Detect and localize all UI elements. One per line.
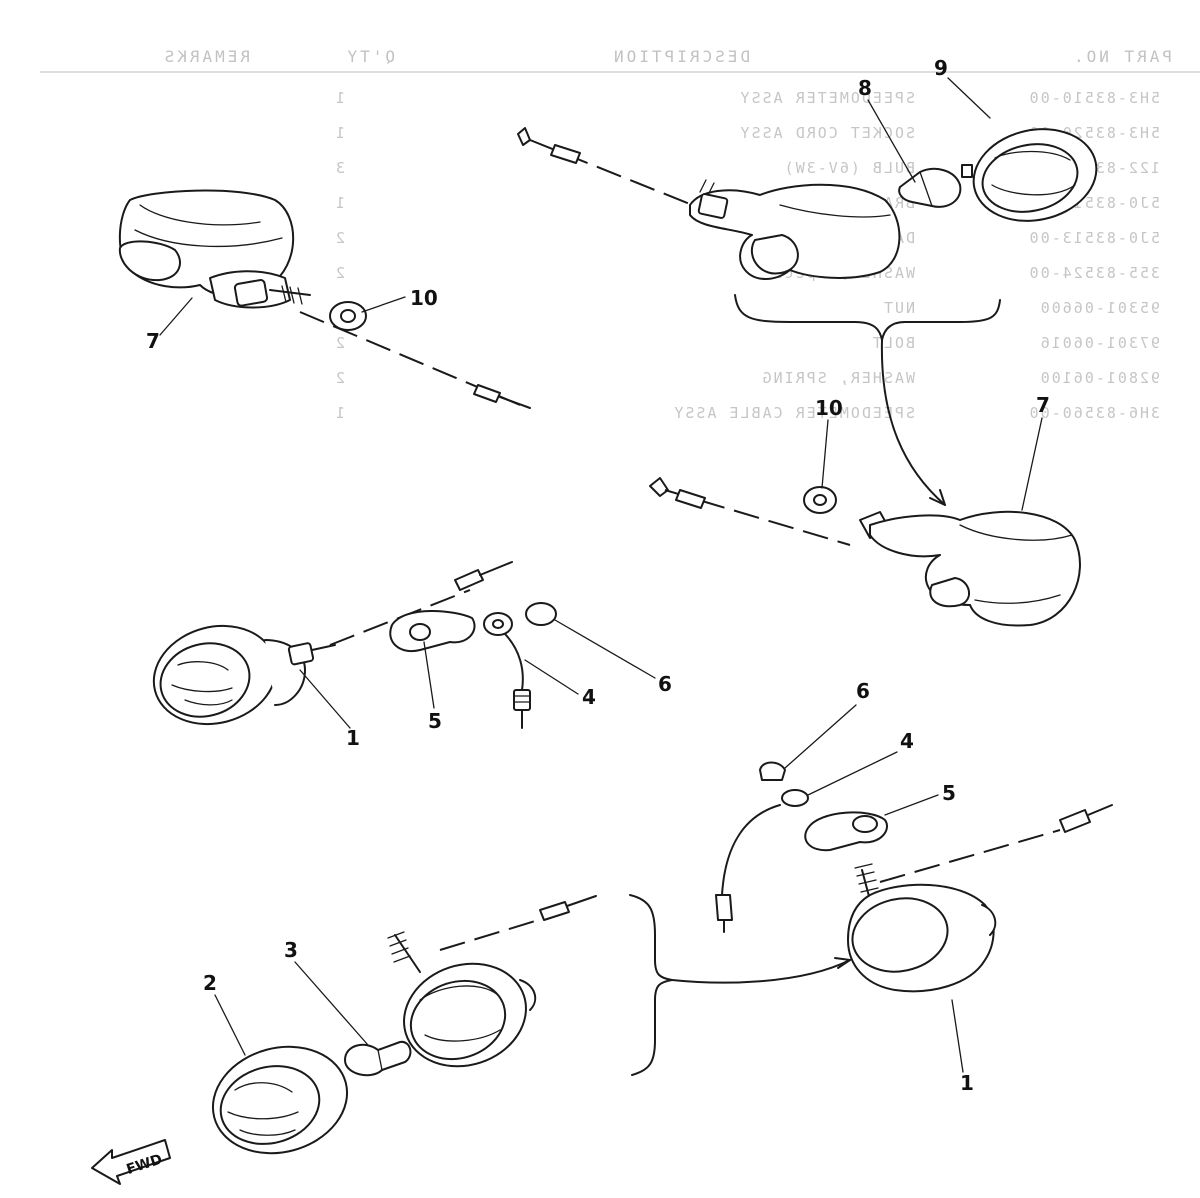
wire-right-middle [649,477,851,546]
row-description: SPEEDOMETER ASSY [739,89,916,107]
bulb-8 [898,167,962,208]
callout-6-lower: 6 [856,679,870,703]
callouts: 9 8 7 10 10 7 6 4 5 1 6 4 5 3 2 1 [146,56,1050,1095]
row-qty: 2 [334,229,345,247]
front-group-arrow [671,957,851,984]
socket-housing-lower-left [387,931,537,1068]
callout-3: 3 [284,938,298,962]
callout-6-upper: 6 [658,672,672,696]
row-description: BOLT [871,334,915,352]
row-description: BULB (6V-3W) [783,159,915,177]
nut-damper-10-left [329,301,367,331]
cap-6-right [759,761,786,781]
rear-signal-assembled [859,510,1081,627]
leader-7-lower [1021,417,1043,511]
clamp-5-left [389,610,476,653]
row-part-no: 355-83524-00 [1028,264,1160,282]
row-description: SPEEDOMETER CABLE ASSY [672,404,915,422]
header-remarks: REMARKS [162,47,250,66]
leader-5-upper [423,641,435,709]
callout-9: 9 [934,56,948,80]
row-part-no: 92801-06100 [1039,369,1160,387]
callout-1-upper: 1 [346,726,360,750]
wire-left-lower [439,895,597,951]
row-part-no: 95301-06600 [1039,299,1160,317]
callout-4-lower: 4 [900,729,914,753]
bracket-group-brace [734,294,1001,341]
leader-4-lower [807,751,898,796]
row-qty: 2 [334,369,345,387]
leader-10-lower [821,419,829,489]
leader-2 [214,994,246,1056]
callout-7-upper: 7 [146,329,160,353]
lens-2 [211,1045,349,1155]
row-qty: 1 [334,124,345,142]
front-signal-housing-left [152,624,336,726]
leader-1-upper [299,669,351,729]
leader-1-lower [951,999,964,1073]
leader-4-upper [524,659,579,695]
header-description: DESCRIPTION [611,47,750,66]
header-part-no: PART NO. [1071,47,1172,66]
row-qty: 2 [334,334,345,352]
row-part-no: 5J0-83513-00 [1028,229,1160,247]
row-qty: 2 [334,264,345,282]
leader-9 [947,77,991,119]
leader-6-lower [784,704,857,769]
callout-5-lower: 5 [942,781,956,805]
callout-2: 2 [203,971,217,995]
leader-6-upper [554,619,656,679]
leader-3 [294,961,369,1046]
leader-10-upper [361,296,406,313]
wire-right-upper [517,127,706,211]
row-qty: 1 [334,89,345,107]
front-signal-housing-right [847,863,997,993]
callout-7-lower: 7 [1036,393,1050,417]
bracket-group-arrow [880,339,946,506]
bulb-3 [344,1040,412,1077]
fwd-arrow: FWD [91,1139,171,1185]
callout-8: 8 [858,76,872,100]
callout-5-upper: 5 [428,709,442,733]
leader-5-lower [884,794,939,816]
header-qty: Q'TY [344,47,395,66]
front-group-brace [629,894,673,1076]
row-part-no: 97301-06016 [1039,334,1160,352]
row-qty: 1 [334,194,345,212]
nut-damper-10-right [803,486,837,514]
clamp-5-right [804,811,888,852]
row-part-no: 3H6-83560-00 [1028,404,1160,422]
leader-7-upper [159,297,193,336]
row-qty: 3 [334,159,345,177]
lens-rim-9 [961,128,1098,222]
row-qty: 1 [334,404,345,422]
rear-signal-housing-right [689,179,901,280]
leader-8 [867,99,916,183]
row-part-no: 5H3-83510-00 [1028,89,1160,107]
wire-right-lower [879,804,1113,883]
callout-10-upper: 10 [410,286,438,310]
callout-4-upper: 4 [582,685,596,709]
rear-signal-housing-left [118,189,311,309]
cap-6-left [525,602,557,626]
callout-10-lower: 10 [815,396,843,420]
reflector-stay-4-right [715,789,809,933]
row-description: SOCKET CORD ASSY [739,124,916,142]
row-description: WASHER, SPRING [761,369,915,387]
callout-1-lower: 1 [960,1071,974,1095]
reflector-stay-4-left [483,612,531,729]
row-description: NUT [882,299,915,317]
wire-left-upper [299,311,531,409]
